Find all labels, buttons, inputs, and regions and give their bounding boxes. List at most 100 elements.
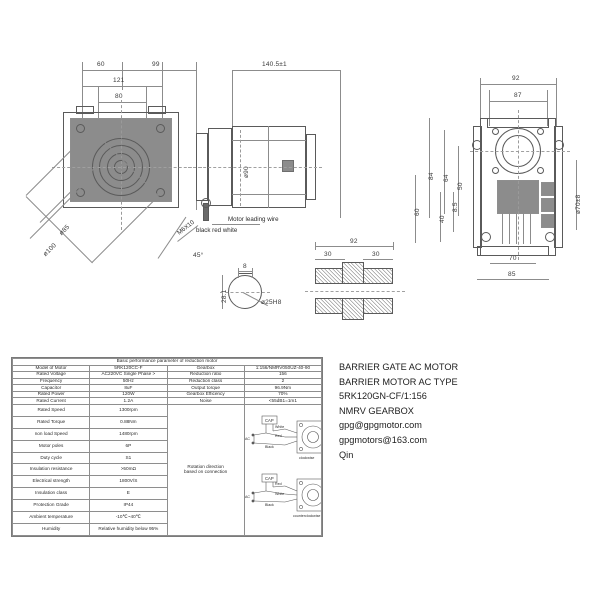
dim-60: 60 (97, 61, 105, 68)
shaft-center-line (305, 291, 405, 292)
info-line-2: BARRIER MOTOR AC TYPE (339, 376, 458, 387)
info-email-1: gpg@gpgmotor.com (339, 420, 422, 431)
side-bolt-hole-tl (492, 128, 499, 135)
dim-dia-100: ø100 (42, 241, 58, 258)
cell-label: Insulation resistance (11, 463, 91, 477)
dim-angle-45: 45° (193, 252, 204, 259)
dim-dia-85: ø85 (58, 223, 72, 237)
cell-value: 1800V/S (89, 475, 168, 489)
info-line-1: BARRIER GATE AC MOTOR (339, 362, 459, 372)
dim-side-87: 87 (514, 92, 522, 99)
side-bolt-hole-bl (492, 167, 499, 174)
cell-label: Ambient temperature (11, 510, 91, 524)
side-slot-upper (541, 182, 554, 196)
svg-text:AC: AC (245, 437, 250, 441)
svg-text:Black: Black (265, 503, 274, 507)
cell-value: AC220VC Single Phase > (89, 371, 168, 379)
cell-value: 0.88Nm (89, 415, 168, 429)
cell-value: <55dB1=1m1 (243, 397, 323, 406)
dim-side-70: 70 (509, 255, 517, 262)
spec-table-title: Basic performance parameter of reduction… (12, 358, 322, 366)
cell-value: -10℃~40℃ (89, 510, 168, 524)
dim-140-5: 140.5±1 (262, 61, 287, 68)
keyway-center-line (220, 292, 270, 293)
cell-label: Rated Power (11, 390, 91, 399)
lead-wire-grommet (201, 198, 211, 208)
cell-label: Gearbox Efficency (166, 390, 245, 399)
cell-label: Duty cycle (11, 451, 91, 465)
dim-section-30-left: 30 (324, 251, 332, 258)
table-row: Motor poles 6P (11, 439, 322, 453)
note-motor-leading-wire: Motor leading wire (228, 216, 279, 223)
side-center-line-horizontal (470, 151, 570, 152)
svg-text:White: White (275, 425, 284, 429)
side-lug-hole-right (554, 140, 564, 150)
cell-value: 6P (89, 439, 168, 453)
cell-label: Insulation class (11, 487, 91, 501)
table-row: Humidity Relative humidity below 95% (11, 522, 322, 537)
cell-label: Model of Motor (11, 364, 91, 373)
dim-section-92: 92 (350, 238, 358, 245)
cell-label: Rated Voltage (11, 371, 91, 379)
svg-text:White: White (275, 492, 284, 496)
side-foot-hole-left (481, 232, 491, 242)
cell-label: Output torque (166, 384, 245, 392)
cell-value: IP44 (89, 499, 168, 512)
cell-label: Electrical strength (11, 475, 91, 489)
table-row: Rated Power 120W Gearbox Efficency 70% (11, 390, 323, 399)
table-row: Electrical strength 1800V/S (11, 475, 322, 489)
side-view-foot (477, 246, 549, 256)
table-row: Rated Current 1.2A Noise <55dB1=1m1 (11, 397, 323, 406)
side-view-flange-right (554, 126, 563, 248)
dim-121: 121 (113, 77, 125, 84)
cell-value: 50Hz (89, 377, 168, 386)
cell-value: 1:156/NMRV050UZ-40-90 (243, 364, 323, 373)
svg-text:CAP: CAP (265, 476, 274, 481)
info-email-2: gpgmotors@163.com (339, 434, 427, 445)
side-bolt-hole-tr (537, 128, 544, 135)
wiring-diagram-svg: CAP White Red Black AC clockwise (245, 415, 321, 518)
cell-value: 1480rpm (89, 427, 168, 441)
svg-text:Red: Red (275, 482, 282, 486)
dim-side-85: 85 (508, 271, 516, 278)
cell-label: Capacitor (11, 384, 91, 392)
cell-value: 96.9Nm (243, 384, 323, 392)
gearbox-top-rib-right (148, 106, 166, 114)
dim-side-84: 84 (428, 172, 435, 180)
dim-section-30-right: 30 (372, 251, 380, 258)
rotation-direction-note: Rotation direction based on connection (166, 404, 245, 536)
center-line-vertical (121, 100, 122, 230)
cell-value: 2 (243, 377, 323, 386)
table-row: Protection Grade IP44 (11, 499, 322, 512)
info-line-3: 5RK120GN-CF/1:156 (339, 391, 427, 402)
side-lug-hole-left (472, 140, 482, 150)
table-row: Capacitor 8uF Output torque 96.9Nm (11, 384, 323, 392)
dim-dia-25h8: ø25H8 (261, 299, 282, 306)
cell-label: non load Speed (11, 427, 91, 441)
svg-text:counterclockwise: counterclockwise (293, 514, 320, 518)
info-line-4: NMRV GEARBOX (339, 405, 414, 416)
dim-80: 80 (115, 93, 123, 100)
note-wire-colors: black red white (196, 227, 238, 234)
cell-label: Rated Torque (11, 415, 91, 429)
bolt-boss-tr (156, 124, 165, 133)
svg-text:Black: Black (265, 445, 274, 449)
spec-table: Basic performance parameter of reduction… (11, 357, 323, 537)
cell-value: 1300rpm (89, 404, 168, 417)
table-row: Duty cycle S1 (11, 451, 322, 465)
dim-side-8-5: 8.5 (452, 202, 459, 212)
cell-label: Humidity (11, 522, 91, 537)
svg-text:AC: AC (245, 495, 250, 499)
cell-label: Protection Grade (11, 499, 91, 512)
svg-text:CAP: CAP (265, 418, 274, 423)
dim-side-dia-70: ø70±8 (575, 194, 582, 214)
side-bolt-hole-br (537, 167, 544, 174)
table-row: Rated Speed 1300rpm Rotation direction b… (11, 404, 323, 536)
rotation-note-line-2: based on connection (183, 469, 228, 475)
cell-label: Reduction ratio (166, 371, 245, 379)
product-info-block: BARRIER GATE AC MOTOR BARRIER MOTOR AC T… (339, 360, 458, 462)
table-row: Rated Torque 0.88Nm (11, 415, 322, 429)
table-row: Frequency 50Hz Reduction class 2 (11, 377, 323, 386)
bolt-boss-tl (76, 124, 85, 133)
